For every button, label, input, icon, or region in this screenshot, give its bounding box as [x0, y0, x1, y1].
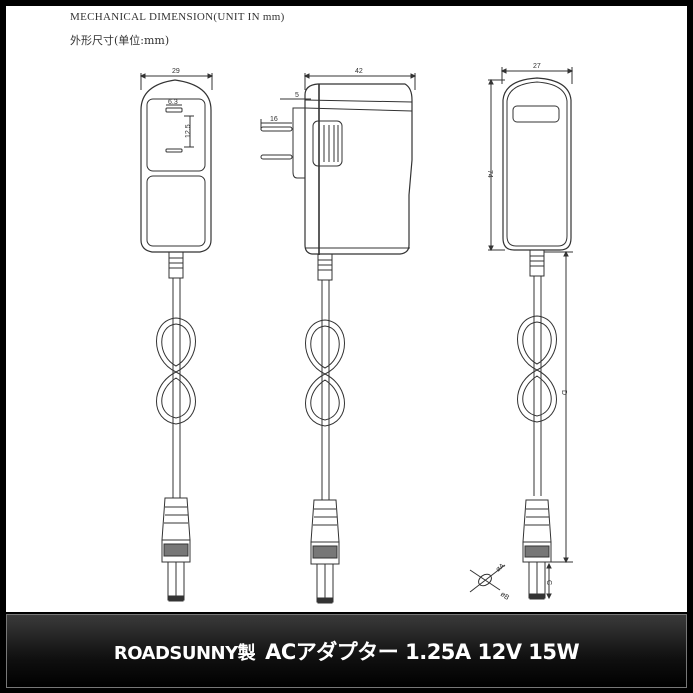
drawing-sheet	[6, 6, 687, 612]
offset-label: 5	[295, 92, 299, 99]
back-width-label: 27	[533, 63, 541, 70]
inner-diameter-label: øA	[495, 562, 507, 573]
front-width-label: 29	[172, 68, 180, 75]
banner-title: ROADSUNNY製 ACアダプター 1.25A 12V 15W	[113, 636, 580, 666]
cable-length-label: D	[560, 390, 567, 395]
outer-diameter-label: øB	[499, 591, 511, 602]
pin-width-label: 6.3	[168, 99, 178, 106]
back-view: 27 74 D C øA øB	[469, 63, 574, 602]
pin-spacing-label: 12.5	[185, 124, 192, 138]
brand-label: ROADSUNNY製	[113, 643, 256, 664]
product-banner: ROADSUNNY製 ACアダプター 1.25A 12V 15W	[6, 614, 687, 688]
front-view: 29 6.3 12.5	[139, 68, 214, 602]
side-view: 42 5 16	[260, 68, 417, 604]
mechanical-drawing: 29 6.3 12.5 42	[139, 63, 574, 604]
title-english: MECHANICAL DIMENSION(UNIT IN mm)	[70, 11, 285, 23]
product-label: ACアダプター 1.25A 12V 15W	[265, 640, 580, 664]
pin-length-label: 16	[270, 116, 278, 123]
plug-length-label: C	[545, 580, 552, 585]
title-chinese: 外形尺寸(单位:mm)	[70, 34, 170, 47]
side-depth-label: 42	[355, 68, 363, 75]
back-height-label: 74	[486, 170, 493, 178]
